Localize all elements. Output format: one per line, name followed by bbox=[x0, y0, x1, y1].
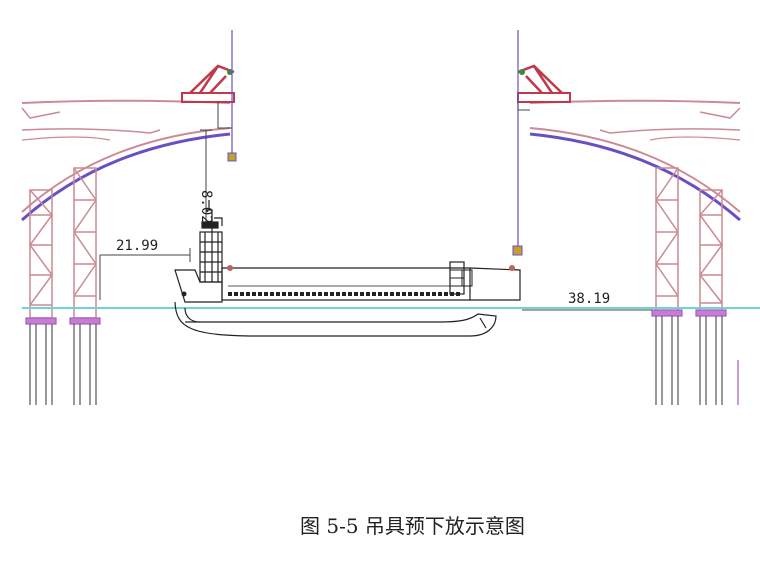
left-piles bbox=[25, 317, 101, 405]
left-trestle-towers bbox=[29, 167, 97, 319]
right-clearance-dimension: 38.19 bbox=[522, 291, 652, 311]
right-trestle-towers bbox=[655, 167, 723, 314]
left-clearance-label: 21.99 bbox=[116, 238, 158, 254]
left-clearance-dimension: 21.99 bbox=[99, 238, 191, 300]
right-crane bbox=[512, 30, 571, 256]
vertical-dimension-label: 8.02 bbox=[198, 190, 214, 224]
right-clearance-label: 38.19 bbox=[568, 291, 610, 307]
ship-bridge bbox=[199, 200, 223, 283]
right-piles bbox=[651, 309, 739, 405]
figure-caption: 图 5-5 吊具预下放示意图 bbox=[300, 514, 525, 538]
right-arch bbox=[529, 99, 741, 222]
ship bbox=[174, 200, 521, 337]
vertical-dimension: 8.02 bbox=[198, 129, 214, 225]
left-crane bbox=[181, 30, 237, 162]
